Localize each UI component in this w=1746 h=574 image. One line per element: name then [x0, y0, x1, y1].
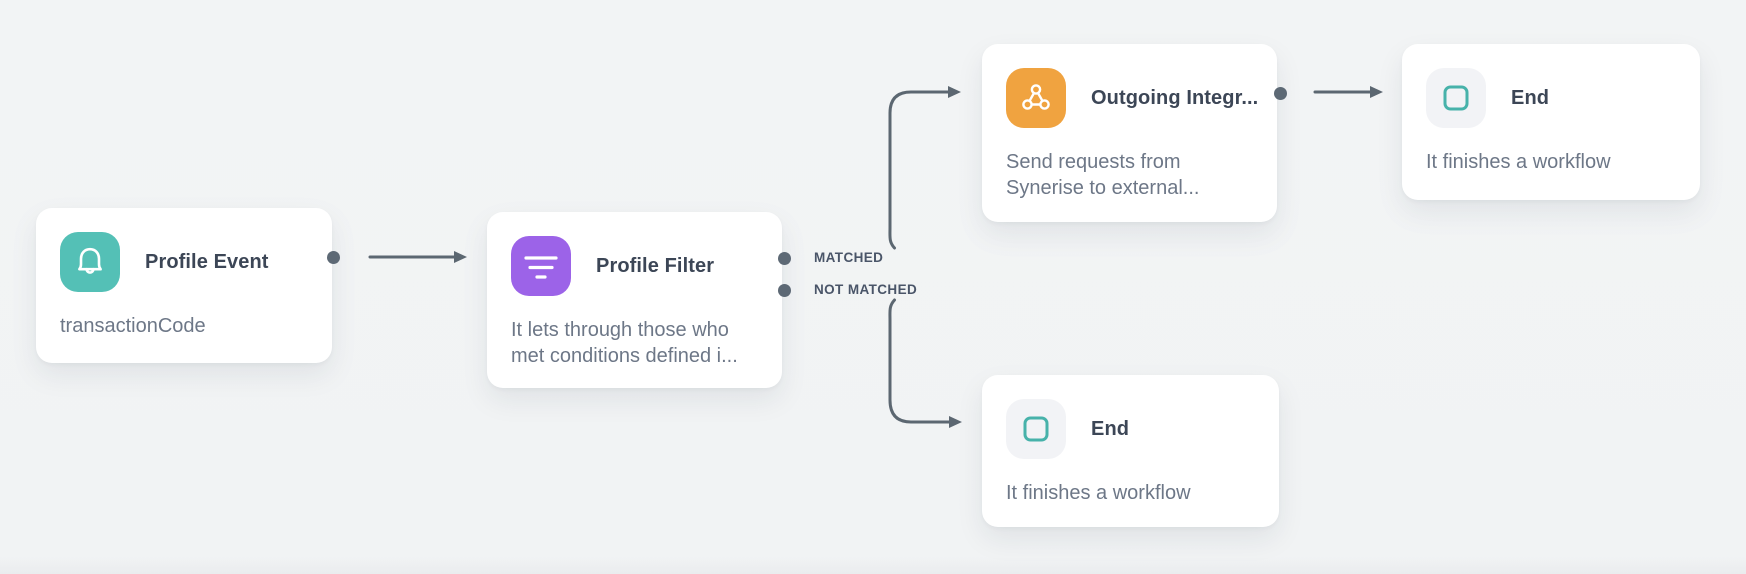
node-end-bottom[interactable]: End It finishes a workflow [982, 375, 1279, 527]
node-title: Profile Event [145, 250, 269, 273]
node-title: End [1091, 417, 1130, 440]
filter-icon [511, 236, 571, 296]
edge-label-matched: MATCHED [814, 250, 884, 265]
subtitle-line: Synerise to external... [1006, 177, 1200, 199]
node-profile-event[interactable]: Profile Event transactionCode [36, 208, 332, 363]
edge-label-not-matched: NOT MATCHED [814, 282, 918, 297]
output-port-outgoing-integration[interactable] [1274, 87, 1287, 100]
node-title: End [1511, 86, 1550, 109]
node-outgoing-integration[interactable]: Outgoing Integr... Send requests from Sy… [982, 44, 1277, 222]
edge-outgoing-to-end [1313, 86, 1383, 98]
edge-notmatched-to-end [888, 298, 962, 428]
arrowhead-icon [1370, 86, 1383, 98]
arrowhead-icon [948, 86, 961, 98]
output-port-matched[interactable] [778, 252, 791, 265]
node-subtitle: It lets through those who met conditions… [511, 317, 758, 369]
arrowhead-icon [949, 416, 962, 428]
subtitle-line: Send requests from [1006, 151, 1181, 173]
subtitle-line: It lets through those who [511, 319, 729, 341]
node-header: Profile Event [60, 232, 308, 292]
node-subtitle: transactionCode [60, 313, 308, 339]
arrowhead-icon [454, 251, 467, 263]
output-port-not-matched[interactable] [778, 284, 791, 297]
node-subtitle: Send requests from Synerise to external.… [1006, 149, 1253, 201]
output-port-profile-event[interactable] [327, 251, 340, 264]
subtitle-line: It finishes a workflow [1426, 151, 1611, 173]
node-title: Outgoing Integr... [1091, 86, 1259, 109]
node-profile-filter[interactable]: Profile Filter It lets through those who… [487, 212, 782, 388]
bell-icon [60, 232, 120, 292]
subtitle-line: met conditions defined i... [511, 345, 738, 367]
node-subtitle: It finishes a workflow [1006, 480, 1255, 506]
edge-line [888, 90, 950, 250]
edge-event-to-filter [368, 251, 467, 263]
stop-square-icon [1426, 68, 1486, 128]
edge-matched-to-outgoing [888, 86, 961, 250]
node-title: Profile Filter [596, 254, 715, 277]
node-header: End [1426, 68, 1676, 128]
webhook-icon [1006, 68, 1066, 128]
edge-line [888, 298, 951, 424]
node-header: End [1006, 399, 1255, 459]
subtitle-line: It finishes a workflow [1006, 482, 1191, 504]
node-subtitle: It finishes a workflow [1426, 149, 1676, 175]
stop-square-icon [1006, 399, 1066, 459]
node-header: Profile Filter [511, 236, 758, 296]
subtitle-line: transactionCode [60, 315, 206, 337]
node-end-top[interactable]: End It finishes a workflow [1402, 44, 1700, 200]
node-header: Outgoing Integr... [1006, 68, 1258, 128]
